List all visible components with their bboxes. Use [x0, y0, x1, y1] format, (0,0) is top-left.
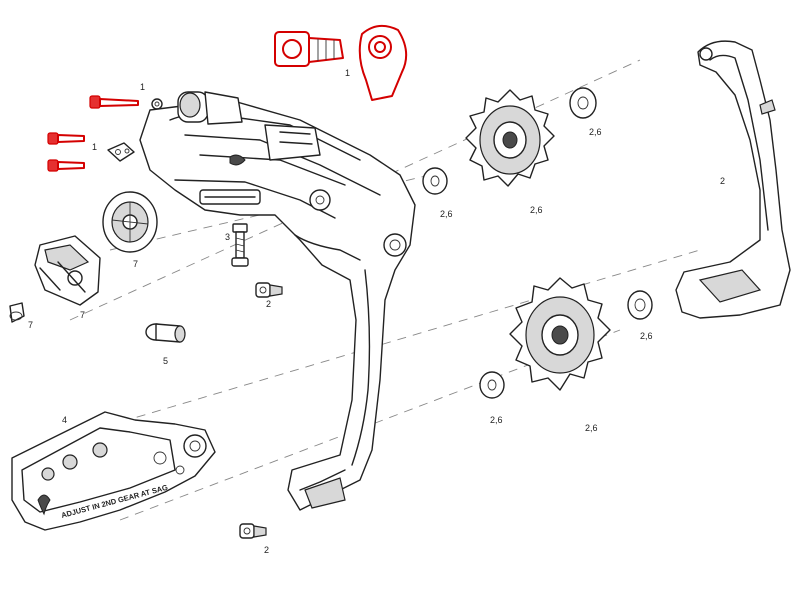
- washer-bottom: [479, 371, 505, 399]
- cage-plate: [675, 40, 791, 319]
- label-cover-cap: 7: [133, 259, 138, 269]
- label-washer-bottom: 2,6: [490, 415, 503, 425]
- cage-bolt-upper: [255, 282, 283, 298]
- hanger-bolt-red: [274, 31, 344, 67]
- label-washer-top-outer: 2,6: [589, 127, 602, 137]
- label-limit-screw: 3: [225, 232, 230, 242]
- washer-top: [422, 167, 448, 195]
- label-guide-pin: 5: [163, 356, 168, 366]
- clutch-cap: [102, 191, 158, 253]
- label-cage-plate: 2: [720, 176, 725, 186]
- label-bolt-set: 1: [92, 142, 97, 152]
- label-pulley-top: 2,6: [530, 205, 543, 215]
- derailleur-hanger-red: [358, 24, 408, 101]
- derailleur-knuckle: [177, 91, 321, 161]
- bolt-plate: [107, 142, 135, 162]
- chain-guide: [11, 411, 216, 531]
- label-small-bolt: 7: [28, 320, 33, 330]
- washer-bottom-outer: [627, 290, 653, 320]
- label-pulley-bottom: 2,6: [585, 423, 598, 433]
- washer-top-outer: [569, 87, 597, 119]
- parallelogram-pins: [199, 154, 261, 205]
- bolt-set-red: [47, 132, 85, 172]
- guide-pin: [145, 323, 186, 343]
- label-pin-set: 1: [140, 82, 145, 92]
- small-bolt: [9, 302, 25, 323]
- pulley-bottom: [509, 277, 611, 391]
- label-washer-top: 2,6: [440, 209, 453, 219]
- long-pin-red: [89, 95, 139, 109]
- limit-screw: [231, 223, 249, 267]
- label-chain-guide: 4: [62, 415, 67, 425]
- small-nut: [151, 98, 163, 110]
- label-hanger: 1: [345, 68, 350, 78]
- label-cage-bolt-lower: 2: [264, 545, 269, 555]
- cage-bolt-lower: [239, 523, 267, 539]
- clutch-cover: [34, 235, 101, 306]
- label-washer-bottom-outer: 2,6: [640, 331, 653, 341]
- pulley-top: [465, 89, 555, 187]
- label-clutch-cover: 7: [80, 310, 85, 320]
- label-cage-bolt-upper: 2: [266, 299, 271, 309]
